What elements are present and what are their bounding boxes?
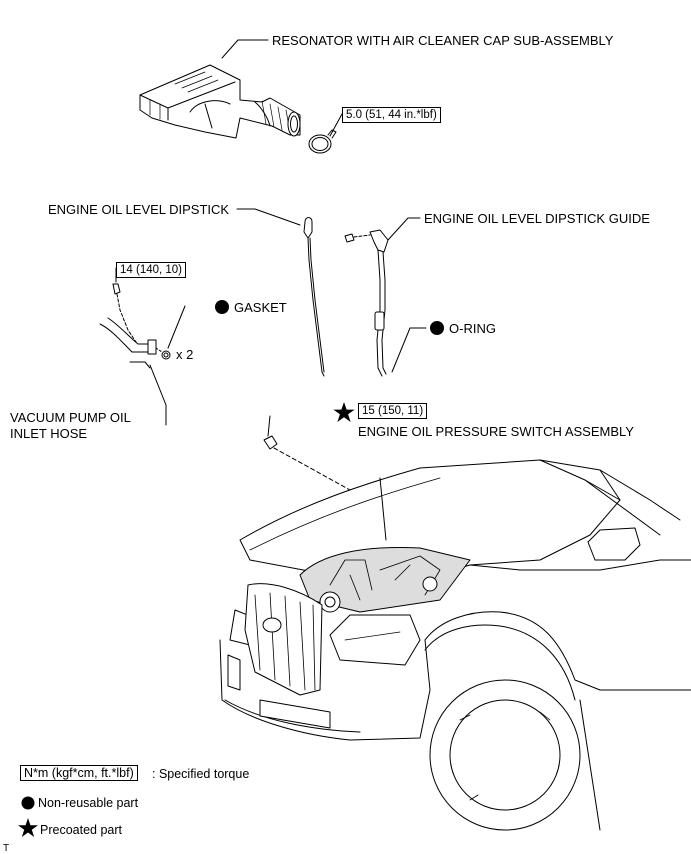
o-ring-leader bbox=[391, 327, 427, 373]
legend-precoated: Precoated part bbox=[40, 823, 122, 837]
vacuum-hose-illustration bbox=[99, 267, 171, 369]
clamp-torque-box: 5.0 (51, 44 in.*lbf) bbox=[342, 107, 441, 123]
resonator-illustration bbox=[139, 64, 301, 139]
vacuum-hose-label-line1: VACUUM PUMP OIL bbox=[10, 410, 131, 425]
vehicle-illustration bbox=[219, 459, 691, 831]
legend-dot-icon bbox=[21, 796, 35, 810]
quantity-label: x 2 bbox=[176, 347, 194, 362]
pressure-switch-label: ENGINE OIL PRESSURE SWITCH ASSEMBLY bbox=[358, 424, 634, 439]
legend-star-icon bbox=[18, 818, 38, 837]
dipstick-illustration bbox=[236, 208, 325, 377]
clamp-ring-illustration bbox=[308, 129, 337, 154]
legend-torque-desc: : Specified torque bbox=[152, 767, 250, 781]
resonator-label: RESONATOR WITH AIR CLEANER CAP SUB-ASSEM… bbox=[272, 33, 614, 48]
vacuum-hose-leader bbox=[149, 364, 167, 426]
gasket-label: GASKET bbox=[234, 300, 287, 315]
gasket-leader bbox=[167, 305, 186, 349]
dipstick-guide-label: ENGINE OIL LEVEL DIPSTICK GUIDE bbox=[424, 211, 650, 226]
dipstick-label: ENGINE OIL LEVEL DIPSTICK bbox=[48, 202, 230, 217]
gasket-dot-icon bbox=[215, 300, 229, 314]
o-ring-label: O-RING bbox=[449, 321, 496, 336]
hose-bolt-torque-box: 14 (140, 10) bbox=[116, 262, 187, 278]
legend-torque-key: N*m (kgf*cm, ft.*lbf) bbox=[20, 765, 138, 781]
clamp-torque-leader bbox=[329, 113, 343, 137]
pressure-switch-torque-box: 15 (150, 11) bbox=[358, 403, 428, 419]
corner-mark: T bbox=[3, 843, 10, 854]
vacuum-hose-label-line2: INLET HOSE bbox=[10, 426, 88, 441]
dipstick-guide-illustration bbox=[344, 217, 421, 377]
o-ring-dot-icon bbox=[430, 321, 444, 335]
legend-non-reusable: Non-reusable part bbox=[38, 796, 139, 810]
resonator-leader bbox=[221, 39, 269, 59]
pressure-switch-star-icon bbox=[333, 402, 355, 422]
